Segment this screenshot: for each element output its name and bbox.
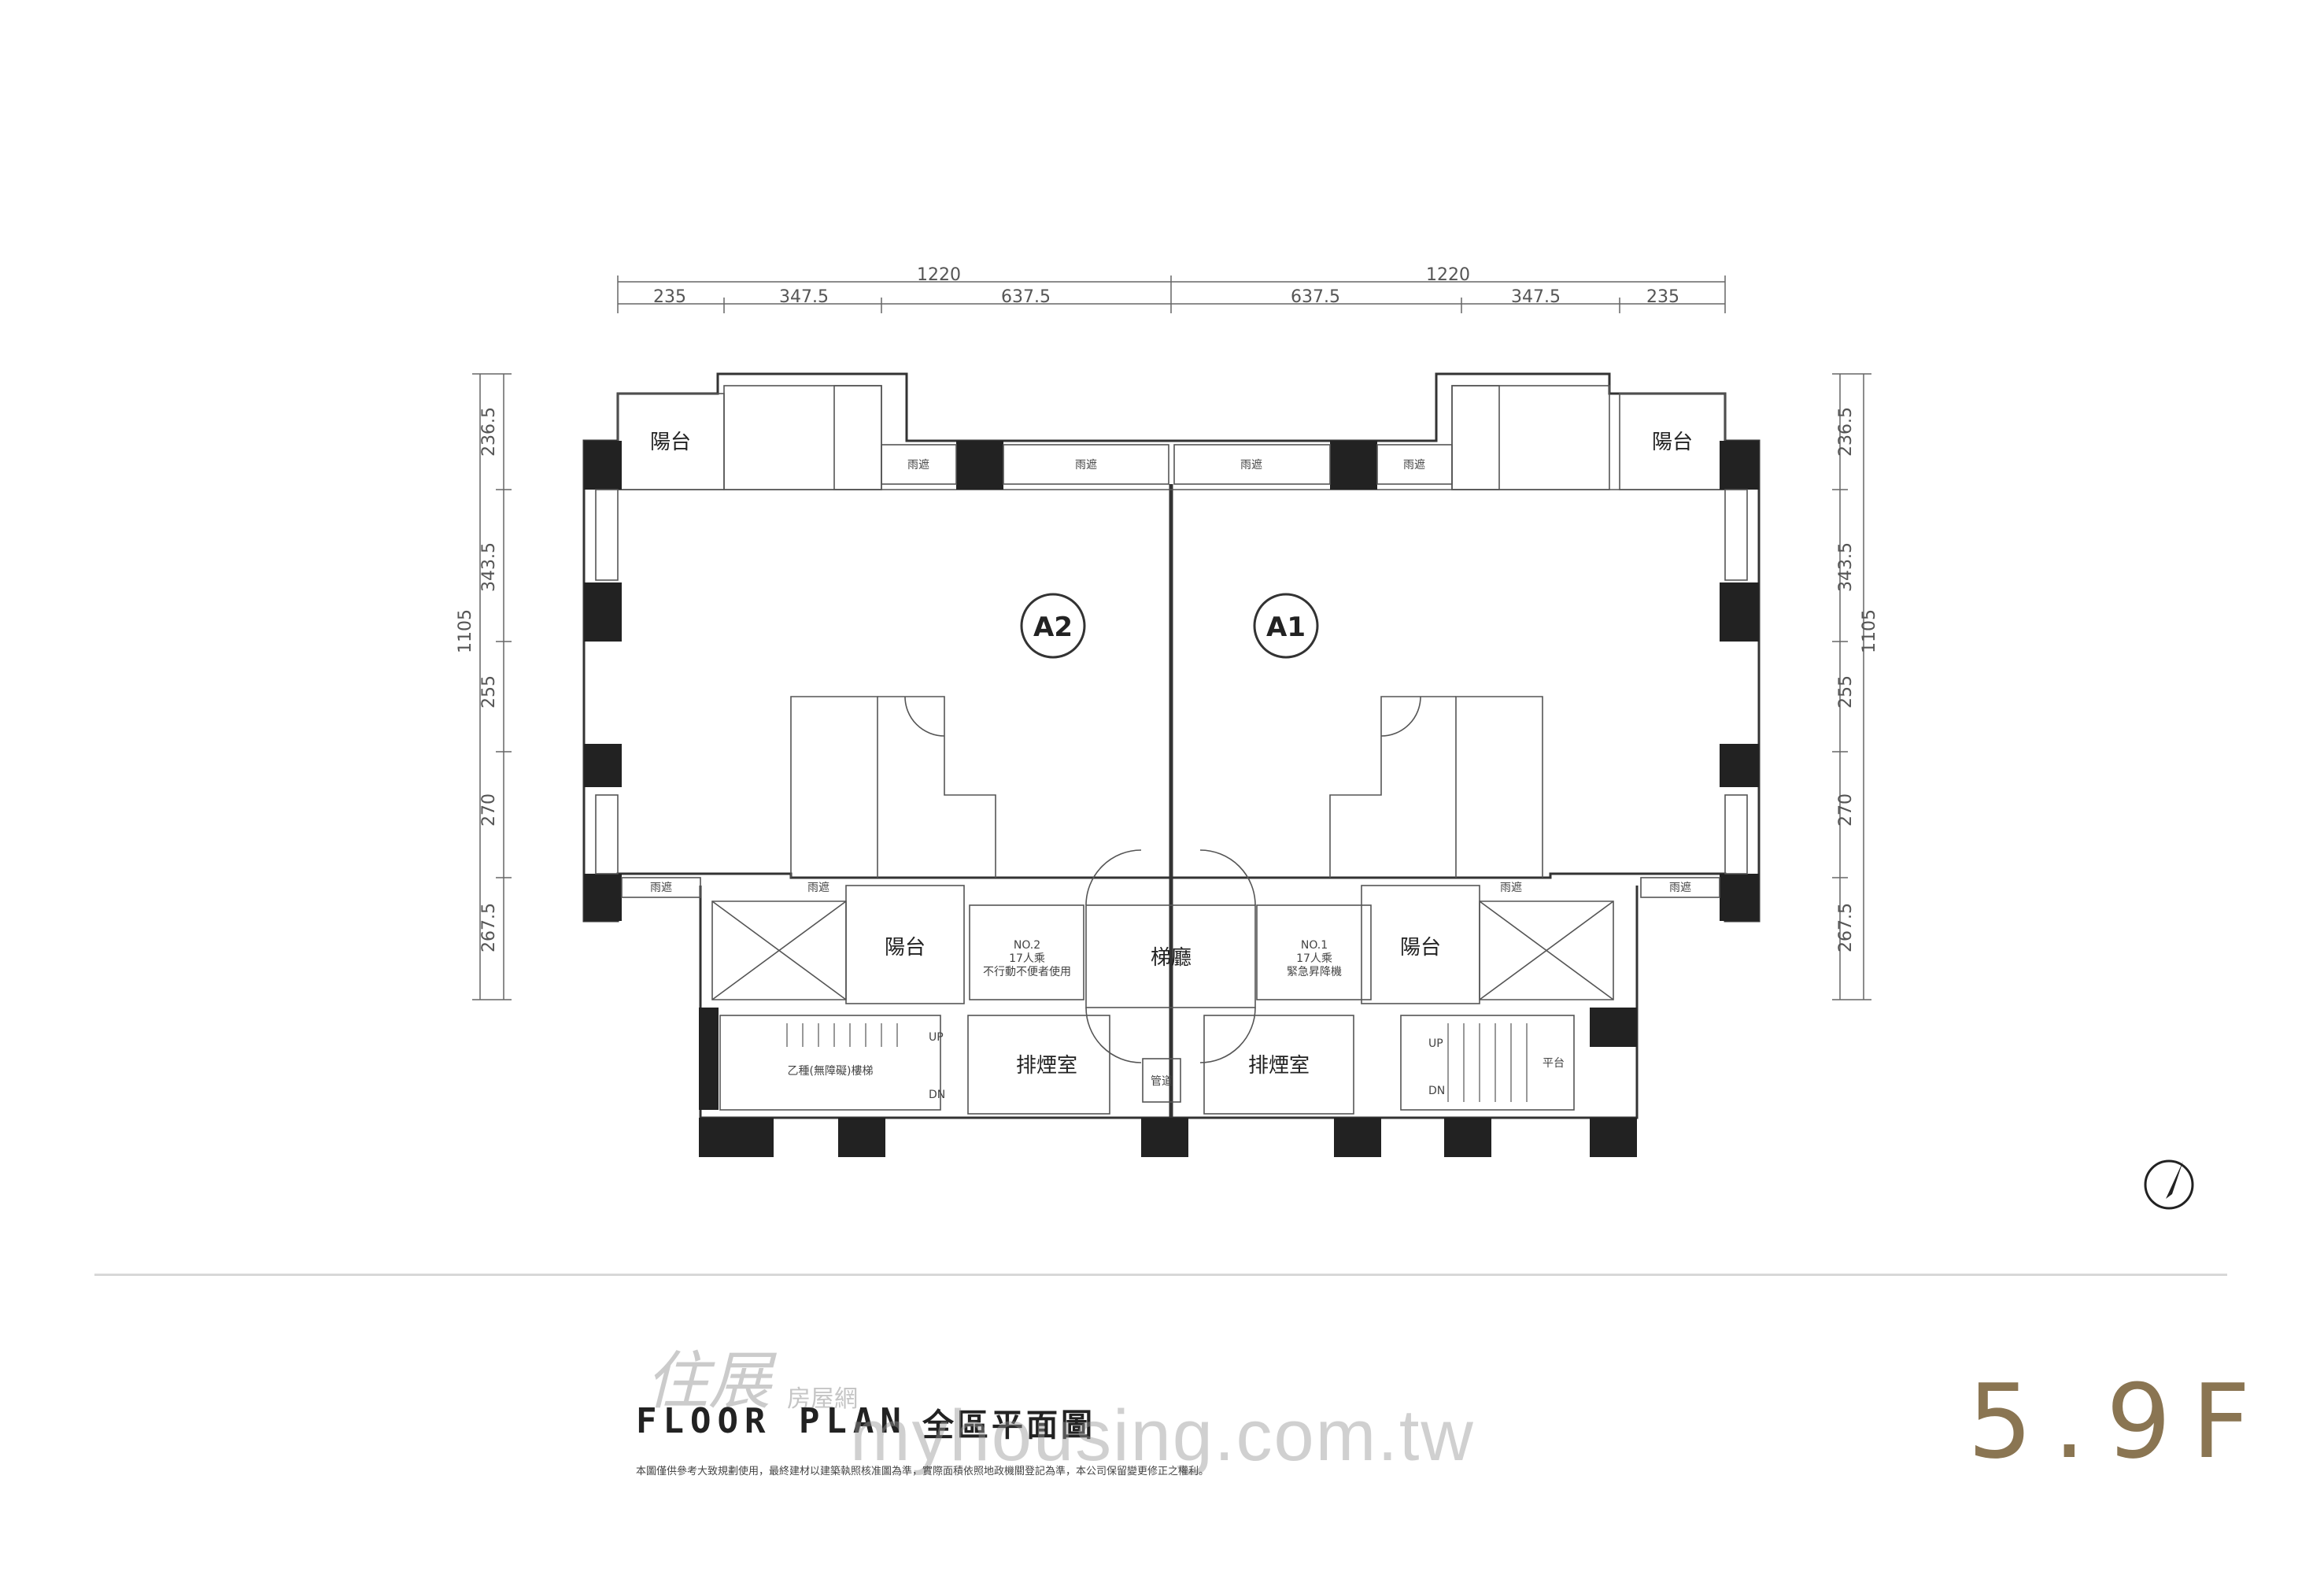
dim-top-seg-1: 235 bbox=[653, 287, 686, 307]
label-balcony-core-left: 陽台 bbox=[885, 936, 926, 960]
dim-left-total: 1105 bbox=[456, 609, 475, 653]
dim-right-total: 1105 bbox=[1860, 609, 1879, 653]
dim-top-total-right: 1220 bbox=[1426, 265, 1470, 285]
label-right-elevator-use: 緊急昇降機 bbox=[1287, 966, 1342, 978]
dim-right-seg-3: 255 bbox=[1836, 675, 1856, 708]
label-left-elevator-use: 不行動不便者使用 bbox=[983, 965, 1071, 978]
left-dimension-lines: 1105 236.5 343.5 255 270 267.5 bbox=[456, 373, 512, 1000]
label-awning-5: 雨遮 bbox=[650, 882, 672, 894]
dim-top-seg-5: 347.5 bbox=[1511, 287, 1561, 307]
dim-left-seg-2: 343.5 bbox=[479, 542, 499, 592]
label-right-up: UP bbox=[1428, 1037, 1443, 1050]
watermark-logo: 住展 bbox=[645, 1344, 771, 1418]
label-elevator-hall: 梯廳 bbox=[1151, 946, 1192, 970]
dim-right-seg-2: 343.5 bbox=[1836, 542, 1856, 592]
unit-a1-circle bbox=[1253, 593, 1319, 659]
watermark-url: myhousing.com.tw bbox=[850, 1396, 1475, 1476]
dim-top-total-left: 1220 bbox=[917, 265, 961, 285]
disclaimer-text: 本圖僅供參考大致規劃使用，最終建材以建築執照核准圖為準，實際面積依照地政機關登記… bbox=[636, 1466, 1210, 1477]
label-left-elevator-cap: 17人乘 bbox=[1009, 952, 1045, 965]
dim-right-seg-1: 236.5 bbox=[1836, 407, 1856, 457]
dim-top-seg-3: 637.5 bbox=[1001, 287, 1051, 307]
label-awning-7: 雨遮 bbox=[1500, 882, 1522, 894]
title-english: FLOOR PLAN bbox=[636, 1401, 907, 1441]
label-balcony-core-right: 陽台 bbox=[1400, 936, 1441, 960]
unit-a2-label: A2 bbox=[1033, 612, 1073, 643]
title-chinese: 全區平面圖 bbox=[922, 1407, 1095, 1444]
label-awning-1: 雨遮 bbox=[907, 459, 929, 471]
label-left-stair: 乙種(無障礙)樓梯 bbox=[788, 1065, 874, 1078]
label-awning-6: 雨遮 bbox=[807, 882, 829, 894]
dim-right-seg-5: 267.5 bbox=[1836, 903, 1856, 952]
label-balcony-top-right: 陽台 bbox=[1652, 431, 1693, 454]
watermark-logo-subtitle: 房屋網 bbox=[787, 1385, 858, 1413]
footer-divider bbox=[94, 1274, 2227, 1276]
label-awning-4: 雨遮 bbox=[1403, 459, 1425, 471]
label-smoke-room-right: 排煙室 bbox=[1248, 1054, 1310, 1078]
label-right-rail: 平台 bbox=[1543, 1057, 1565, 1070]
awning-strips bbox=[595, 444, 1748, 898]
dim-top-seg-2: 347.5 bbox=[779, 287, 829, 307]
label-right-down: DN bbox=[1428, 1085, 1445, 1097]
building-walls bbox=[582, 372, 1761, 1133]
label-utility: 管道 bbox=[1151, 1075, 1173, 1088]
floor-number: 5.9F bbox=[1967, 1362, 2271, 1481]
right-dimension-lines: 236.5 343.5 255 270 267.5 1105 bbox=[1832, 373, 1879, 1000]
unit-a2: A2 bbox=[1020, 593, 1086, 659]
label-awning-3: 雨遮 bbox=[1240, 459, 1262, 471]
unit-a1: A1 bbox=[1253, 593, 1319, 659]
dim-left-seg-5: 267.5 bbox=[479, 903, 499, 952]
label-right-elevator-no: NO.1 bbox=[1301, 939, 1328, 952]
room-labels: 陽台 陽台 陽台 陽台 梯廳 排煙室 排煙室 乙種(無障礙)樓梯 管道 NO.2… bbox=[650, 431, 1693, 1101]
structural-columns bbox=[584, 441, 1759, 1157]
label-awning-2: 雨遮 bbox=[1075, 459, 1097, 471]
dim-left-seg-1: 236.5 bbox=[479, 407, 499, 457]
label-left-down: DN bbox=[929, 1089, 945, 1101]
stair-treads bbox=[786, 1023, 1528, 1102]
unit-a1-label: A1 bbox=[1266, 612, 1306, 643]
label-awning-8: 雨遮 bbox=[1669, 882, 1691, 894]
label-left-up: UP bbox=[929, 1031, 944, 1044]
label-right-elevator-cap: 17人乘 bbox=[1296, 952, 1332, 965]
top-dimension-lines: 1220 1220 235 347.5 637.5 637.5 347.5 23… bbox=[617, 265, 1726, 313]
label-smoke-room-left: 排煙室 bbox=[1016, 1054, 1077, 1078]
label-left-elevator-no: NO.2 bbox=[1014, 939, 1040, 952]
dim-top-seg-4: 637.5 bbox=[1291, 287, 1340, 307]
north-compass-icon bbox=[2137, 1153, 2200, 1216]
unit-a2-circle bbox=[1020, 593, 1086, 659]
dim-right-seg-4: 270 bbox=[1836, 793, 1856, 826]
label-balcony-top-left: 陽台 bbox=[650, 431, 691, 454]
dim-left-seg-3: 255 bbox=[479, 675, 499, 708]
dim-left-seg-4: 270 bbox=[479, 793, 499, 826]
dim-top-seg-6: 235 bbox=[1646, 287, 1679, 307]
